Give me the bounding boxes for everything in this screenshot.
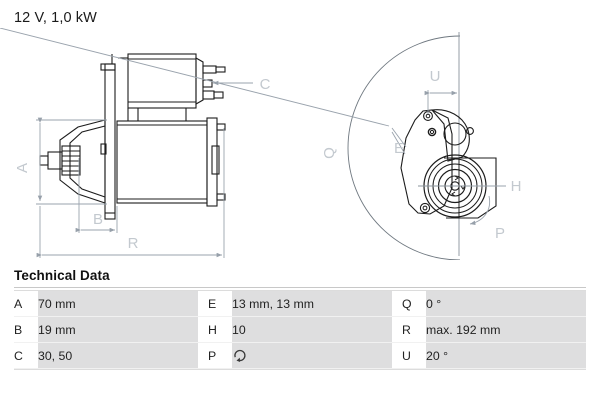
row-value-e: 13 mm, 13 mm [232, 291, 392, 317]
terminal-lower [202, 90, 215, 100]
page-title: 12 V, 1,0 kW [14, 10, 97, 26]
row-value-u: 20 ° [426, 342, 586, 369]
housing-outline [444, 157, 497, 219]
upper-small-hole [466, 127, 474, 135]
upper-boss [430, 109, 470, 162]
rotation-clockwise-icon [232, 348, 247, 363]
starter-end-view [347, 32, 506, 260]
column-gap [198, 291, 208, 317]
label-u: U [430, 68, 441, 85]
terminal-50 [202, 65, 217, 74]
row-value-q: 0 ° [426, 291, 586, 317]
rotation-arrow-p [469, 195, 491, 226]
drive-end-housing [59, 119, 106, 204]
row-value-b: 19 mm [38, 316, 198, 343]
column-gap [392, 291, 402, 317]
leader-e2 [391, 131, 406, 155]
table-row: B 19 mm H 10 R max. 192 mm [14, 316, 586, 343]
label-p: P [495, 225, 505, 242]
column-gap [392, 342, 402, 369]
solenoid-cap [195, 57, 204, 105]
label-q: Q [321, 147, 338, 159]
heading-rule [14, 287, 586, 288]
label-c: C [260, 76, 271, 93]
row-key-c: C [14, 342, 38, 369]
label-h: H [511, 178, 522, 195]
row-key-a: A [14, 291, 38, 317]
side-view-dimensions [36, 80, 253, 258]
bolt-hole-mid [427, 127, 437, 137]
flange-lug [100, 143, 107, 155]
row-key-e: E [208, 291, 232, 317]
upper-bore [443, 122, 467, 146]
motor-body [116, 120, 208, 204]
drawing-svg: A B C R [0, 28, 521, 260]
label-r: R [128, 235, 139, 252]
end-view-dimensions [0, 28, 506, 226]
row-value-r: max. 192 mm [426, 316, 586, 343]
leader-e [391, 127, 407, 148]
rear-tab-top [216, 123, 226, 131]
row-key-p: P [208, 342, 232, 369]
column-gap [392, 316, 402, 343]
column-gap [198, 316, 208, 343]
end-view-labels: U Q E H P [321, 68, 521, 242]
mounting-flange [104, 63, 116, 220]
row-value-p [232, 342, 392, 369]
table-top-line [14, 290, 586, 291]
rear-end-cap [206, 117, 218, 207]
technical-data-table: A 70 mm E 13 mm, 13 mm Q 0 ° B 19 mm H 1… [14, 291, 586, 369]
bolt-hole-bottom [419, 202, 431, 214]
table-row: C 30, 50 P U 20 ° [14, 342, 586, 369]
label-b: B [93, 211, 103, 228]
label-e: E [394, 140, 404, 157]
row-key-q: Q [402, 291, 426, 317]
technical-data-section: Technical Data A 70 mm E 13 mm, 13 mm Q … [0, 268, 600, 370]
shaft-tip [39, 155, 49, 166]
technical-data-heading: Technical Data [14, 268, 110, 283]
row-key-r: R [402, 316, 426, 343]
row-key-b: B [14, 316, 38, 343]
rear-terminal-block [211, 145, 220, 175]
row-value-a: 70 mm [38, 291, 198, 317]
row-key-u: U [402, 342, 426, 369]
rear-tab-bottom [216, 193, 226, 201]
solenoid-body [127, 53, 197, 109]
table-row: A 70 mm E 13 mm, 13 mm Q 0 ° [14, 291, 586, 317]
row-key-h: H [208, 316, 232, 343]
side-view-labels: A B C R [14, 76, 271, 252]
table-bottom-line [14, 369, 586, 370]
leader-e-a [0, 28, 390, 127]
reference-arc-q [347, 35, 461, 260]
label-a: A [14, 163, 31, 173]
starter-side-view [39, 53, 226, 220]
row-value-c: 30, 50 [38, 342, 198, 369]
column-gap [198, 342, 208, 369]
technical-drawing: A B C R [0, 28, 600, 260]
flange-top-lug [100, 63, 116, 71]
row-value-h: 10 [232, 316, 392, 343]
